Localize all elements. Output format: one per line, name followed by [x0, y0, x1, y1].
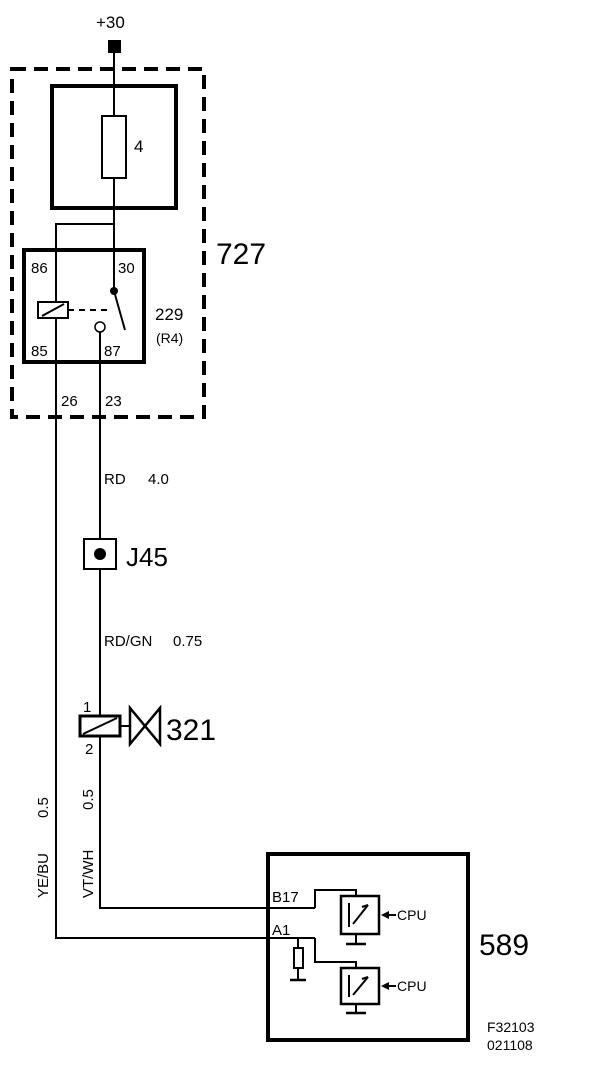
cpu-label-2: CPU	[397, 978, 427, 994]
supply-label: +30	[96, 13, 125, 32]
ecu-box	[266, 852, 470, 1042]
junction-id: J45	[126, 542, 168, 572]
wire-rd-color: RD	[104, 471, 126, 488]
relay-box	[22, 248, 146, 364]
a1-trace	[314, 938, 357, 968]
driver-2-arrow	[361, 976, 369, 980]
ecu-pin-b17: B17	[272, 889, 299, 906]
ecu-resistor	[293, 947, 304, 969]
pin-26: 26	[61, 393, 78, 410]
cpu-arrow-icon	[381, 982, 389, 990]
fuse-symbol	[101, 115, 127, 179]
relay-terminal-30: 30	[118, 260, 135, 277]
relay-coil-mark	[41, 303, 65, 317]
fuse-box-id: 727	[216, 238, 266, 271]
valve-pin-1: 1	[83, 699, 91, 716]
relay-contact-87	[94, 321, 106, 333]
relay-terminal-85: 85	[31, 343, 48, 360]
ecu-pin-a1: A1	[272, 922, 290, 939]
wire-rd-gn-color: RD/GN	[104, 633, 152, 650]
pin-23: 23	[105, 393, 122, 410]
wire-ye-bu-size: 0.5	[35, 797, 52, 818]
cpu-arrow-icon	[381, 911, 389, 919]
wire-vt-wh-color: VT/WH	[80, 850, 97, 898]
wire-rd-size: 4.0	[148, 471, 169, 488]
date-code: 021108	[487, 1037, 533, 1053]
relay-86-feed	[55, 223, 114, 268]
figure-code: F32103	[487, 1019, 535, 1035]
valve-solenoid-mark	[82, 717, 118, 735]
valve-id: 321	[166, 714, 216, 747]
b17-trace	[314, 889, 357, 908]
wire-vt-wh-size: 0.5	[80, 789, 97, 810]
cpu-label-1: CPU	[397, 907, 427, 923]
junction-dot	[94, 548, 106, 560]
relay-switch-arm	[113, 290, 126, 331]
wire-ye-bu-color: YE/BU	[35, 853, 52, 898]
driver-1-arrow	[361, 904, 369, 908]
fuse-number: 4	[134, 137, 143, 156]
valve-pin-2: 2	[85, 741, 93, 758]
ecu-id: 589	[479, 929, 529, 962]
relay-terminal-87: 87	[104, 343, 121, 360]
driver-2-channel	[352, 976, 369, 996]
supply-terminal	[108, 40, 121, 53]
driver-1-channel	[352, 904, 369, 925]
relay-sub-id: (R4)	[156, 330, 183, 346]
relay-terminal-86: 86	[31, 260, 48, 277]
valve-symbol-icon	[128, 704, 162, 748]
fuse-box-boundary	[10, 67, 206, 419]
wire-rd-gn-size: 0.75	[173, 633, 202, 650]
wire-vt-wh	[99, 736, 315, 909]
wire-ye-bu	[55, 362, 315, 939]
relay-id: 229	[155, 305, 183, 324]
